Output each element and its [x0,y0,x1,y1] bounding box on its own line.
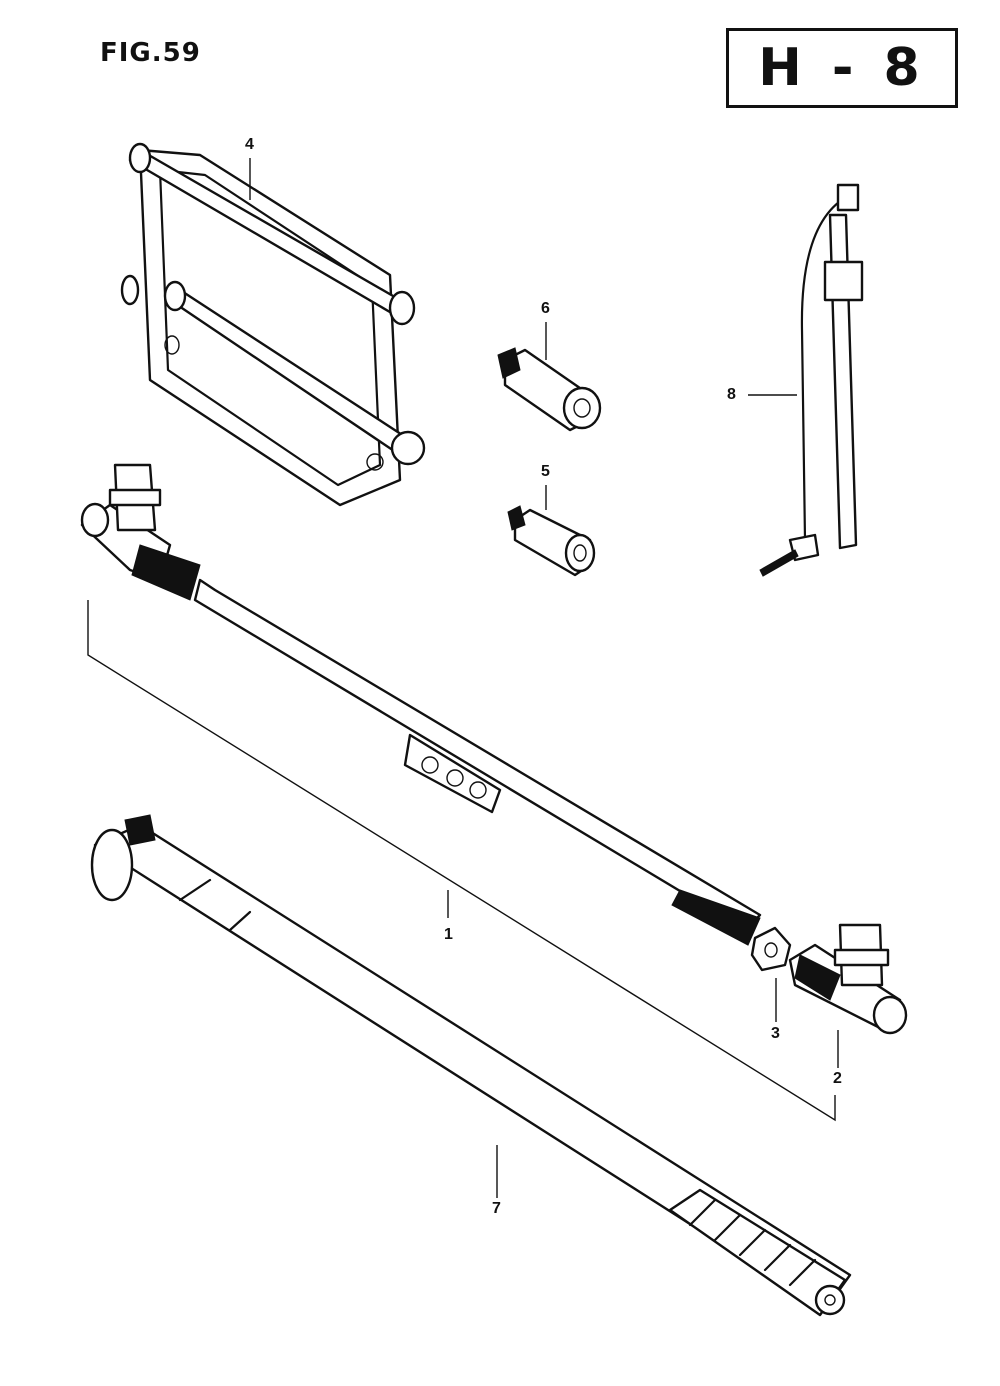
callout-3: 3 [771,1025,780,1042]
part-1-tie-rod [193,578,762,946]
callout-6: 6 [541,300,550,317]
part-5-fitting [507,505,596,577]
callout-1: 1 [444,926,453,943]
group-code-label: H - 8 [758,38,926,98]
part-2-rod-end [788,923,908,1035]
callout-8: 8 [727,386,736,403]
part-7-handle [90,814,852,1317]
part-6-fitting [497,347,602,432]
callout-5: 5 [541,463,550,480]
part-8-rod [759,183,864,577]
part-3-nut [750,926,792,972]
callout-7: 7 [492,1200,501,1217]
figure-number: FIG.59 [100,38,201,68]
part-1-rod-end-left [80,463,201,601]
callout-4: 4 [245,136,254,153]
leader-lines [87,158,839,1198]
group-code-box: H - 8 [726,28,958,108]
callout-2: 2 [833,1070,842,1087]
part-4-frame [120,142,426,507]
